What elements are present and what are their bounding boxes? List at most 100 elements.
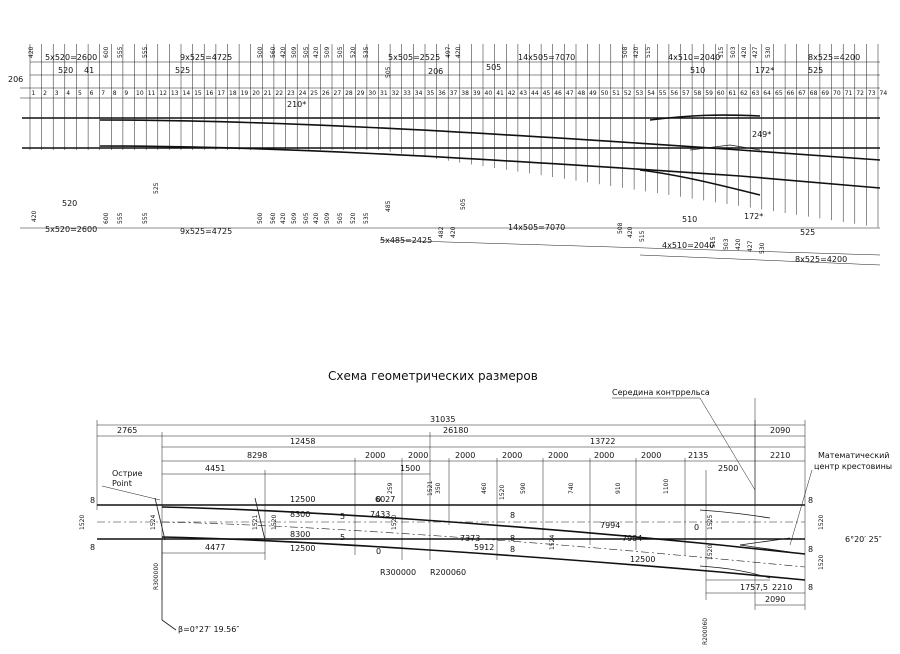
dim: 1520 (818, 555, 825, 570)
dim: 249* (752, 130, 771, 139)
leader-ostrie (101, 485, 161, 501)
dim: 1520 (391, 515, 398, 530)
dim: 482 (438, 226, 445, 238)
sleeper-number: 35 (427, 90, 435, 97)
dim: 5 (340, 533, 345, 542)
dim: R300000 (380, 568, 416, 577)
sleeper-number: 62 (740, 90, 748, 97)
sleeper-number: 26 (322, 90, 330, 97)
dim: 420 (735, 238, 742, 250)
sleeper-number: 52 (624, 90, 632, 97)
point-mark-2 (254, 497, 266, 541)
sleeper-number: 47 (566, 90, 574, 97)
sleeper-number: 16 (206, 90, 214, 97)
dim: 5x520=2600 (45, 225, 97, 234)
sleeper-number: 30 (368, 90, 376, 97)
dim: 5 (340, 512, 345, 521)
dim: 500 (257, 46, 264, 58)
dim: 420 (741, 46, 748, 58)
sleeper-number: 46 (554, 90, 562, 97)
dim: 525 (175, 66, 190, 75)
dim: 2500 (718, 464, 738, 473)
label-contrarail: Середина контррельса (612, 388, 710, 397)
label-ostrie: Острие (112, 469, 143, 478)
dim: 8298 (247, 451, 267, 460)
dim: 5912 (474, 543, 494, 552)
dim-angle: 6°20′ 25″ (845, 535, 882, 544)
dim: 8300 (290, 510, 310, 519)
dim: 530 (765, 46, 772, 58)
schema-wing-rail (699, 509, 771, 519)
sleeper-number: 6 (90, 90, 94, 97)
sleeper-number: 13 (171, 90, 179, 97)
dim: 590 (520, 482, 527, 494)
dim: 515 (645, 46, 652, 58)
dim: 1520 (499, 485, 506, 500)
sleeper-number: 59 (705, 90, 713, 97)
sleeper-number: 24 (299, 90, 307, 97)
sleeper-number: 8 (113, 90, 117, 97)
sleeper-number: 28 (345, 90, 353, 97)
sleeper-number: 58 (694, 90, 702, 97)
dim: 2765 (117, 426, 137, 435)
dim: 2000 (641, 451, 661, 460)
dim: 520 (350, 46, 357, 58)
sleeper-number: 63 (752, 90, 760, 97)
dim: 1525 (707, 515, 714, 530)
sleeper-number: 31 (380, 90, 388, 97)
dim: 1520 (79, 515, 86, 530)
dim: 509 (291, 46, 298, 58)
dim: 1500 (400, 464, 420, 473)
sleeper-number: 50 (601, 90, 609, 97)
dim: 525 (808, 66, 823, 75)
sleeper-number: 66 (787, 90, 795, 97)
sleeper-number: 68 (810, 90, 818, 97)
sleeper-number: 4 (66, 90, 70, 97)
sleeper-number: 43 (519, 90, 527, 97)
dim: 505 (337, 46, 344, 58)
dim: 4x510=2040 (668, 53, 720, 62)
dim: 505 (385, 66, 392, 78)
dim: 535 (363, 46, 370, 58)
dim: 7373 (460, 534, 480, 543)
sleeper-number: 44 (531, 90, 539, 97)
dim: 427 (752, 46, 759, 58)
dim: 210* (287, 100, 306, 109)
bottom-dim-line-2 (379, 239, 881, 256)
dim: 420 (313, 46, 320, 58)
dim: 14x505=7070 (518, 53, 575, 62)
sleeper-number: 57 (682, 90, 690, 97)
dim: 555 (117, 212, 124, 224)
dim: 8 (510, 545, 515, 554)
sleeper-number: 41 (496, 90, 504, 97)
dim: 2210 (770, 451, 790, 460)
dim: 0 (694, 523, 699, 532)
sleeper-number: 71 (845, 90, 853, 97)
dim: 420 (633, 46, 640, 58)
dim: 1757,5 (740, 583, 768, 592)
dim: 5x485=2425 (380, 236, 432, 245)
sleeper-number: 32 (392, 90, 400, 97)
dim: 2000 (548, 451, 568, 460)
sleeper-number: 61 (729, 90, 737, 97)
dim: 2210 (772, 583, 792, 592)
dim: 4x510=2040 (662, 241, 714, 250)
dim: 530 (759, 242, 766, 254)
dim: 1524 (150, 515, 157, 530)
dim: R300000 (153, 563, 160, 590)
sleeper-number: 12 (159, 90, 167, 97)
sleeper-number: 67 (798, 90, 806, 97)
dim: 427 (747, 240, 754, 252)
sleeper-number: 40 (485, 90, 493, 97)
dim: 5x520=2600 (45, 53, 97, 62)
dim: 2000 (594, 451, 614, 460)
sleeper-number: 25 (310, 90, 318, 97)
dim: 8 (90, 543, 95, 552)
dim: 1520 (707, 545, 714, 560)
sleeper-number: 37 (450, 90, 458, 97)
dim: 9x525=4725 (180, 227, 232, 236)
sleeper-number: 34 (415, 90, 423, 97)
dim: 7994 (600, 521, 620, 530)
dim: 206 (8, 75, 23, 84)
